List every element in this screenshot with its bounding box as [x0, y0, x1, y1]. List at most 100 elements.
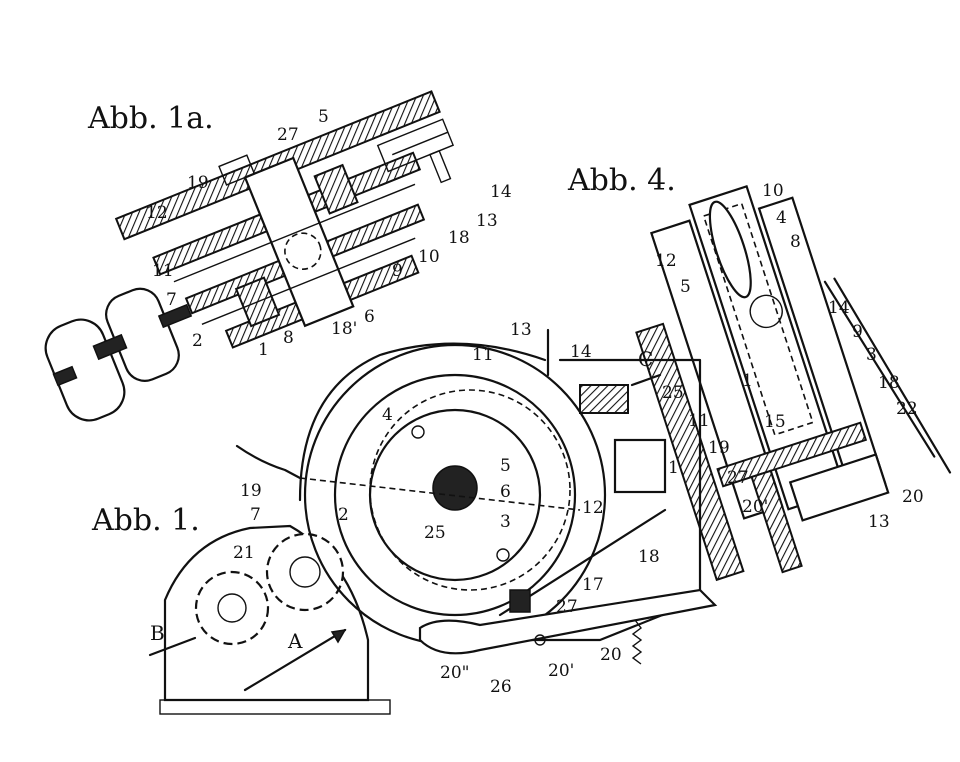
- label-18: 18: [448, 228, 470, 248]
- label-3: 3: [500, 512, 511, 532]
- label-11: 11: [472, 345, 494, 365]
- label-19: 19: [708, 438, 730, 458]
- label-12: 12: [655, 251, 677, 271]
- label-1: 1: [668, 458, 679, 478]
- base-plate-19: [716, 421, 868, 488]
- figure-1-main-view: Abb. 1.: [91, 320, 718, 715]
- spring: [631, 619, 643, 665]
- side-wall: [635, 322, 745, 582]
- guide-line: [201, 237, 416, 325]
- label-27: 27: [556, 597, 578, 617]
- figure-1a-title: Abb. 1a.: [87, 101, 214, 136]
- middle-ring: [333, 373, 577, 617]
- label-7: 7: [250, 505, 261, 525]
- label-27: 27: [277, 125, 299, 145]
- label-3: 3: [866, 345, 877, 365]
- base-plate: [159, 699, 391, 715]
- label-17: 17: [582, 575, 604, 595]
- foot-13: [788, 453, 890, 522]
- pin-6: [284, 232, 322, 270]
- label-22: 22: [896, 399, 918, 419]
- spring-loop: [708, 200, 752, 299]
- label-8: 8: [283, 328, 294, 348]
- label-6: 6: [364, 307, 375, 327]
- label-5: 5: [680, 277, 691, 297]
- dashed-guide: [299, 477, 581, 511]
- label-14: 14: [570, 342, 592, 362]
- label-2: 2: [338, 505, 349, 525]
- label-25: 25: [424, 523, 446, 543]
- lever-13: [429, 149, 452, 184]
- label-13: 13: [868, 512, 890, 532]
- label-10: 10: [762, 181, 784, 201]
- arrow-a-line: [243, 628, 347, 692]
- figure-1-labels: 11 13 14 C 4 5 1 19 6 2 12 25 3 7 21 18 …: [150, 320, 679, 697]
- label-19: 19: [187, 173, 209, 193]
- nut-27: [509, 589, 531, 613]
- label-5: 5: [500, 456, 511, 476]
- figure-4-side-view: Abb. 4. 10 4 8 12 5 14 9 3 25 1 18: [567, 163, 952, 582]
- stem-27: [750, 469, 803, 574]
- figure-1-title: Abb. 1.: [91, 503, 200, 538]
- guide-line: [173, 183, 416, 283]
- label-10: 10: [418, 247, 440, 267]
- figure-1a-labels: 27 5 19 14 12 18 13 11 10 9 7 2 1 8 18' …: [146, 107, 512, 360]
- central-slide: [243, 156, 355, 328]
- label-1: 1: [742, 371, 753, 391]
- label-26: 26: [490, 677, 512, 697]
- outer-cover-11: [298, 342, 547, 502]
- inner-ring: [368, 408, 542, 582]
- label-25: 25: [662, 383, 684, 403]
- arrow-b-line: [148, 636, 197, 657]
- gear-right-hub: [289, 556, 321, 588]
- label-20: 20: [902, 487, 924, 507]
- label-a: A: [287, 629, 303, 653]
- shaft-7: [44, 287, 193, 422]
- pawl-20: [418, 588, 718, 655]
- shaft-end: [52, 365, 78, 387]
- shaft-coupling: [157, 303, 193, 329]
- label-18: 18: [878, 373, 900, 393]
- screw-14: [391, 131, 449, 156]
- label-18: 18: [638, 547, 660, 567]
- gear-left: [194, 570, 270, 646]
- label-13: 13: [510, 320, 532, 340]
- figure-4-title: Abb. 4.: [567, 163, 676, 198]
- block-1: [613, 438, 667, 494]
- arrow-a-head: [330, 629, 347, 644]
- label-27: 27: [727, 468, 749, 488]
- label-8: 8: [790, 232, 801, 252]
- label-18-prime: 18': [331, 319, 357, 339]
- pin-14: [749, 294, 783, 329]
- label-7: 7: [166, 290, 177, 310]
- label-6: 6: [500, 482, 511, 502]
- label-12: 12: [582, 498, 604, 518]
- pin-4: [411, 425, 425, 439]
- pin-3: [496, 548, 510, 562]
- label-2: 2: [192, 331, 203, 351]
- section-mark-c: [630, 373, 662, 387]
- label-12: 12: [146, 203, 168, 223]
- label-4: 4: [776, 208, 787, 228]
- label-4: 4: [382, 405, 393, 425]
- figure-4-labels: 10 4 8 12 5 14 9 3 25 1 18 11 15 22 19 2…: [655, 181, 924, 532]
- block-5: [313, 163, 359, 215]
- label-b: B: [150, 621, 165, 645]
- label-20: 20: [600, 645, 622, 665]
- label-15: 15: [764, 412, 786, 432]
- label-14: 14: [490, 182, 512, 202]
- gear-pair: [194, 532, 345, 646]
- label-13: 13: [476, 211, 498, 231]
- lever-19: [235, 444, 302, 480]
- lever-20: [833, 277, 952, 474]
- label-20-double-prime: 20": [440, 663, 469, 683]
- label-c: C: [638, 347, 653, 371]
- label-1: 1: [258, 340, 269, 360]
- figure-1a-cross-section: Abb. 1a.: [44, 90, 512, 422]
- lever-22: [823, 280, 936, 458]
- label-21: 21: [233, 543, 255, 563]
- label-9: 9: [852, 322, 863, 342]
- label-20-prime: 20': [548, 661, 574, 681]
